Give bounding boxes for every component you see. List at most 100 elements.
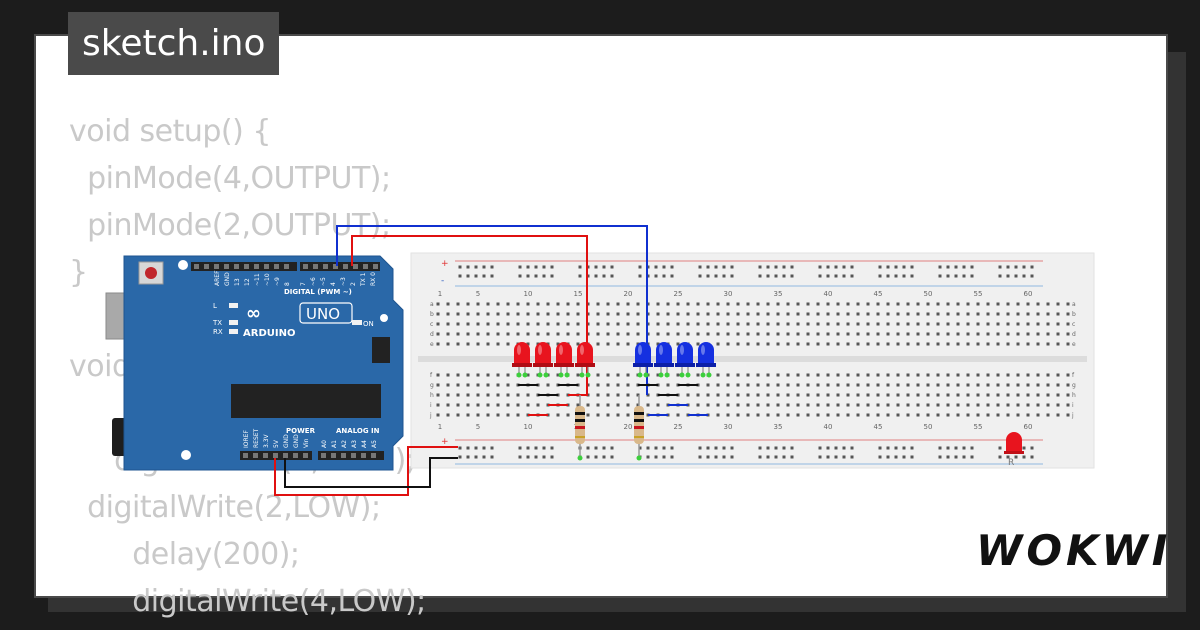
row-letter: h (1072, 392, 1076, 399)
power-header-label: POWER (286, 427, 316, 435)
digital-pin-label: 2 (350, 282, 357, 286)
digital-pin-label: ~3 (340, 277, 347, 286)
column-number: 5 (476, 423, 480, 431)
row-letter: c (430, 321, 433, 328)
power-pin-label: IOREF (243, 430, 250, 448)
column-number: 35 (774, 290, 783, 298)
resistor-left (575, 395, 585, 461)
arduino-brand-label: ARDUINO (243, 328, 295, 339)
leds (512, 342, 716, 378)
red-led[interactable] (575, 342, 595, 378)
rail-plus-label: + (441, 259, 449, 269)
red-led[interactable] (554, 342, 574, 378)
column-number: 10 (524, 290, 533, 298)
digital-pin-label: ~5 (320, 277, 327, 286)
digital-pin-label: 4 (330, 282, 337, 286)
onboard-led-label: TX (212, 319, 222, 327)
column-number: 5 (476, 290, 480, 298)
digital-pin-label: ~10 (264, 273, 271, 286)
row-letter: a (430, 301, 434, 308)
standalone-red-led[interactable]: R (1004, 432, 1024, 468)
column-number: 1 (438, 423, 442, 431)
blue-led[interactable] (633, 342, 653, 378)
column-number: 40 (824, 423, 833, 431)
rail-plus-label-bottom: + (441, 437, 449, 447)
power-pin-label: 5V (273, 439, 280, 448)
column-number: 50 (924, 423, 933, 431)
row-letter: f (1072, 372, 1075, 379)
wire-red-5v (274, 446, 458, 496)
power-pin-label: Vin (303, 438, 310, 448)
red-led[interactable] (512, 342, 532, 378)
analog-pin-label: A3 (351, 440, 358, 448)
row-letter: b (1072, 311, 1076, 318)
code-line: pinMode(4,OUTPUT); (69, 161, 391, 196)
column-number: 60 (1024, 290, 1033, 298)
row-letter: c (1072, 321, 1075, 328)
row-letter: b (430, 311, 434, 318)
code-line: void setup() { (69, 114, 271, 149)
analog-pin-label: A0 (321, 440, 328, 448)
column-number: 40 (824, 290, 833, 298)
reset-button[interactable] (145, 267, 157, 279)
digital-pin-label: 8 (284, 282, 291, 286)
row-letter: i (1072, 402, 1074, 409)
arduino-model-label: UNO (306, 305, 340, 323)
wokwi-logo: WOKWI (976, 526, 1172, 575)
analog-pin-label: A2 (341, 440, 348, 448)
row-letter: i (430, 402, 432, 409)
power-pin-label: 3.3V (263, 433, 270, 448)
digital-header-pins (194, 264, 378, 269)
analog-pin-label: A5 (371, 440, 378, 448)
code-line: } (69, 255, 88, 290)
digital-pin-label: AREF (214, 270, 221, 286)
column-number: 20 (624, 423, 633, 431)
row-letter: g (1072, 382, 1076, 389)
column-number: 1 (438, 290, 442, 298)
column-number: 25 (674, 290, 683, 298)
analog-pin-label: A4 (361, 440, 368, 448)
digital-pin-label: ~11 (254, 273, 261, 286)
row-letter: j (429, 412, 432, 419)
blue-led[interactable] (675, 342, 695, 378)
bottom-header-pins (243, 453, 376, 458)
digital-pin-label: TX 1 (360, 272, 367, 287)
code-line: delay(200); (69, 537, 300, 572)
digital-pin-label: ~9 (274, 277, 281, 286)
row-letter: g (430, 382, 434, 389)
column-number: 20 (624, 290, 633, 298)
power-pin-label: GND (283, 434, 290, 448)
sketch-filename-tab[interactable]: sketch.ino (68, 12, 280, 75)
blue-led[interactable] (696, 342, 716, 378)
column-number: 45 (874, 423, 883, 431)
row-letter: e (1072, 341, 1076, 348)
analog-header-label: ANALOG IN (336, 427, 380, 435)
digital-pin-label: ~6 (310, 277, 317, 286)
rail-minus-label: - (441, 276, 444, 286)
red-led[interactable] (533, 342, 553, 378)
digital-pin-label: RX 0 (370, 272, 377, 286)
onboard-led-label: L (213, 302, 217, 310)
analog-pin-label: A1 (331, 440, 338, 448)
row-letter: f (430, 372, 433, 379)
arduino-infinity-logo: ∞ (246, 303, 261, 324)
column-number: 30 (724, 290, 733, 298)
resistor-right (634, 395, 644, 461)
blue-led[interactable] (654, 342, 674, 378)
row-letter: d (430, 331, 434, 338)
power-pin-label: GND (293, 434, 300, 448)
digital-pin-label: GND (224, 272, 231, 286)
column-number: 50 (924, 290, 933, 298)
digital-pin-label: 12 (244, 278, 251, 286)
wire-blue-pin4 (336, 225, 648, 395)
on-led-label: ON (363, 320, 374, 328)
wire-black-gnd (284, 457, 458, 488)
